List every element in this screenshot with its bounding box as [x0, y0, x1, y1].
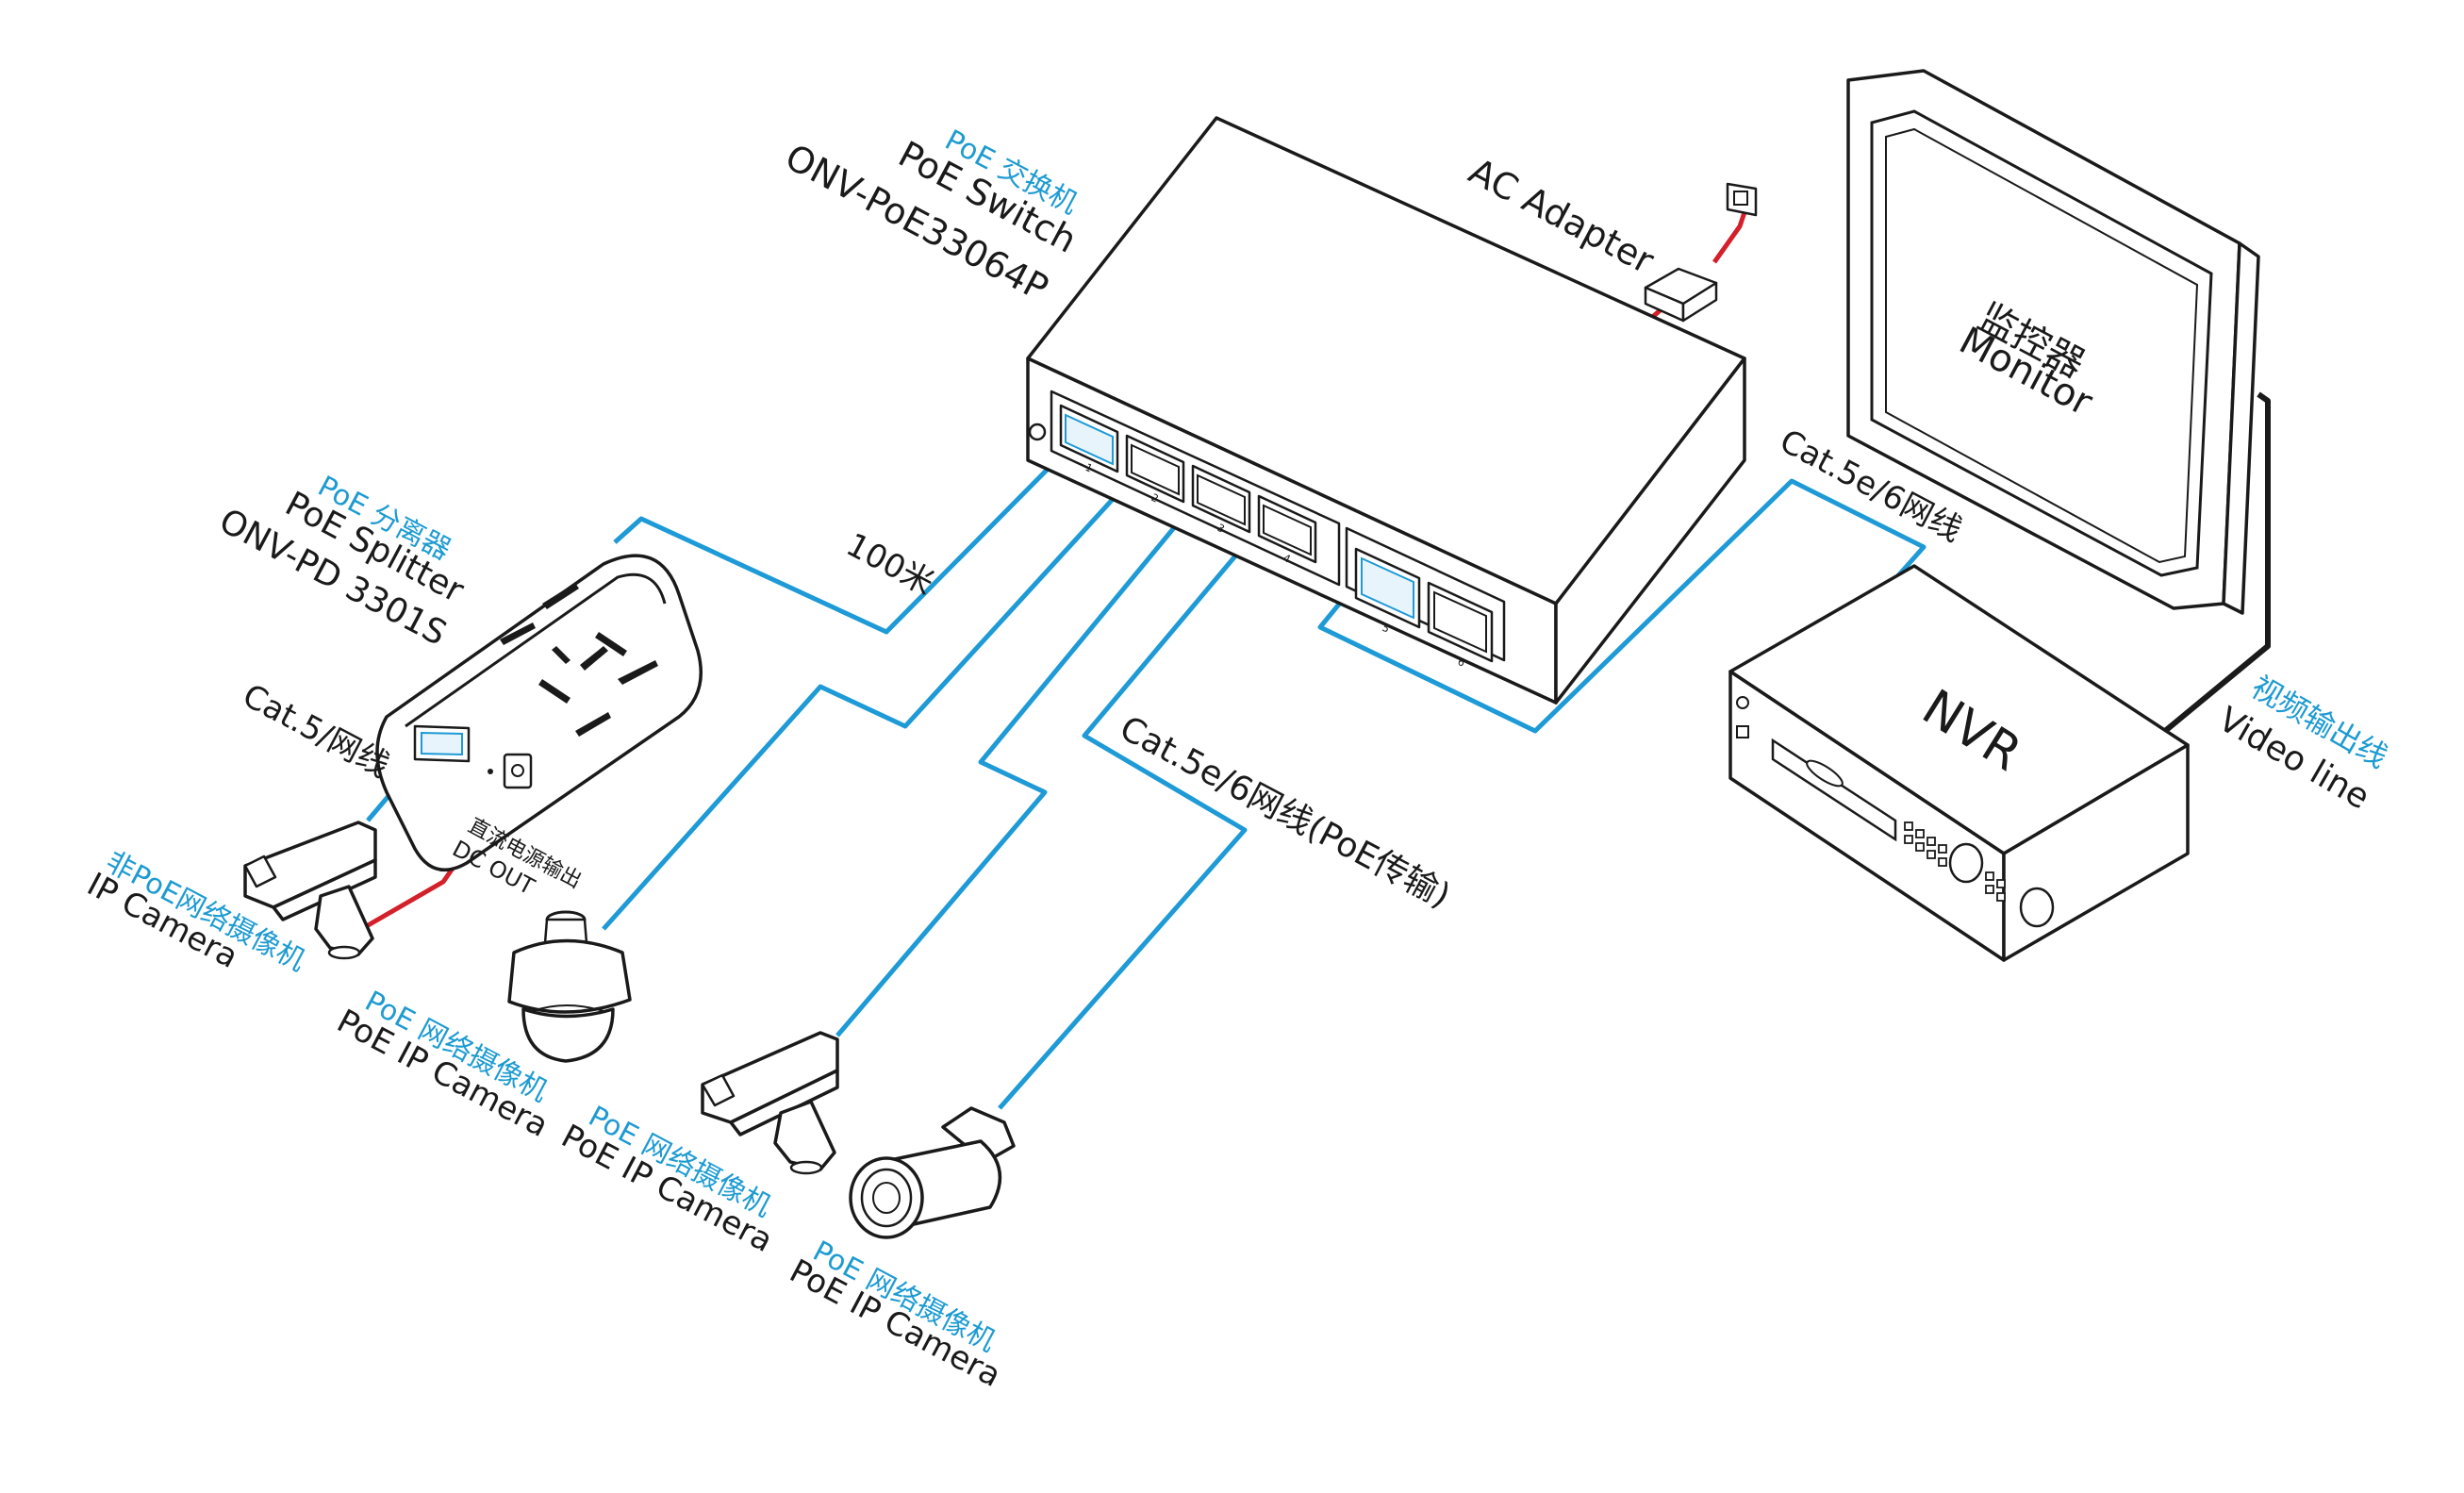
cable-port3-box-camera: [835, 474, 1218, 1037]
ac-adapter: [1644, 182, 1758, 323]
port-number-6: 6: [1456, 655, 1467, 670]
port-5[interactable]: [1354, 547, 1421, 629]
poe-box-camera: [701, 1031, 839, 1175]
port-number-1: 1: [1083, 461, 1095, 475]
splitter-ribs: [500, 583, 658, 737]
non-poe-box-camera: [243, 821, 377, 960]
nvr-disc-slot: [1806, 759, 1844, 788]
port-4[interactable]: [1257, 494, 1317, 564]
nvr-keypad: [1904, 821, 2006, 902]
nvr-knob-1[interactable]: [1948, 842, 1984, 884]
port-number-4: 4: [1282, 552, 1293, 566]
port-number-5: 5: [1381, 622, 1392, 636]
cable-video-line: [2158, 391, 2271, 738]
poe-cable-label: Cat.5e/6网线(PoE传输): [1114, 709, 1457, 916]
power-button[interactable]: [1028, 423, 1047, 441]
poe-splitter: [375, 554, 703, 871]
nvr-power-button[interactable]: [1736, 696, 1749, 709]
port-3[interactable]: [1191, 464, 1251, 534]
port-2[interactable]: [1125, 434, 1185, 504]
port-1[interactable]: [1059, 404, 1119, 473]
wall-socket: [1726, 182, 1758, 217]
nvr-knob-2[interactable]: [2019, 887, 2055, 928]
poe-dome-camera: [507, 910, 632, 1063]
monitor: [1846, 69, 2260, 615]
cat5-cable-label: Cat.5/网线: [237, 677, 396, 786]
cable-port5-nvr: [1317, 478, 1927, 734]
cable-ac-wall: [1712, 211, 1747, 264]
cable-port4-bullet-camera: [998, 498, 1284, 1110]
port-number-3: 3: [1215, 522, 1227, 536]
cable-port1-splitter: [613, 432, 1084, 635]
port-6[interactable]: [1427, 581, 1494, 663]
cable-port2-dome-camera: [602, 451, 1157, 931]
port-number-2: 2: [1149, 491, 1161, 506]
nvr: [1728, 564, 2190, 962]
poe-bullet-camera: [849, 1106, 1016, 1239]
distance-label: 100米: [840, 526, 940, 604]
poe-switch: 1 2 3 4 5 6: [1026, 116, 1746, 705]
